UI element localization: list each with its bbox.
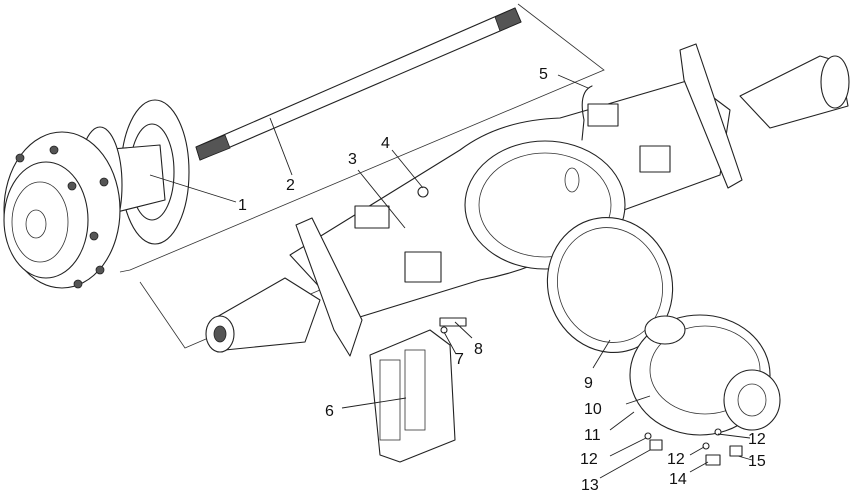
label-15: 15 (748, 453, 766, 470)
axle-housing (205, 43, 850, 357)
label-4: 4 (381, 135, 390, 152)
brake-caliper (369, 329, 456, 463)
label-6: 6 (325, 403, 334, 420)
label-12a: 12 (580, 451, 598, 468)
fasteners (439, 317, 743, 466)
wheel-hub-drum (3, 99, 190, 289)
label-11: 11 (584, 427, 601, 444)
label-2: 2 (286, 177, 295, 194)
half-shaft (195, 7, 522, 161)
label-5: 5 (539, 66, 548, 83)
label-8: 8 (474, 341, 483, 358)
label-7: 7 (455, 351, 464, 368)
label-12c: 12 (748, 431, 766, 448)
label-1: 1 (238, 197, 247, 214)
label-9: 9 (584, 375, 593, 392)
gasket (546, 216, 674, 354)
leader-lines (149, 74, 753, 479)
vent-pipe (581, 85, 593, 141)
part-labels: 1 2 3 4 5 6 7 8 9 10 11 12 13 12 14 12 1… (238, 66, 766, 492)
label-10: 10 (584, 401, 602, 418)
label-3: 3 (348, 151, 357, 168)
label-14: 14 (669, 471, 687, 488)
main-reducer (629, 314, 781, 436)
label-13: 13 (581, 477, 599, 492)
label-12b: 12 (667, 451, 685, 468)
